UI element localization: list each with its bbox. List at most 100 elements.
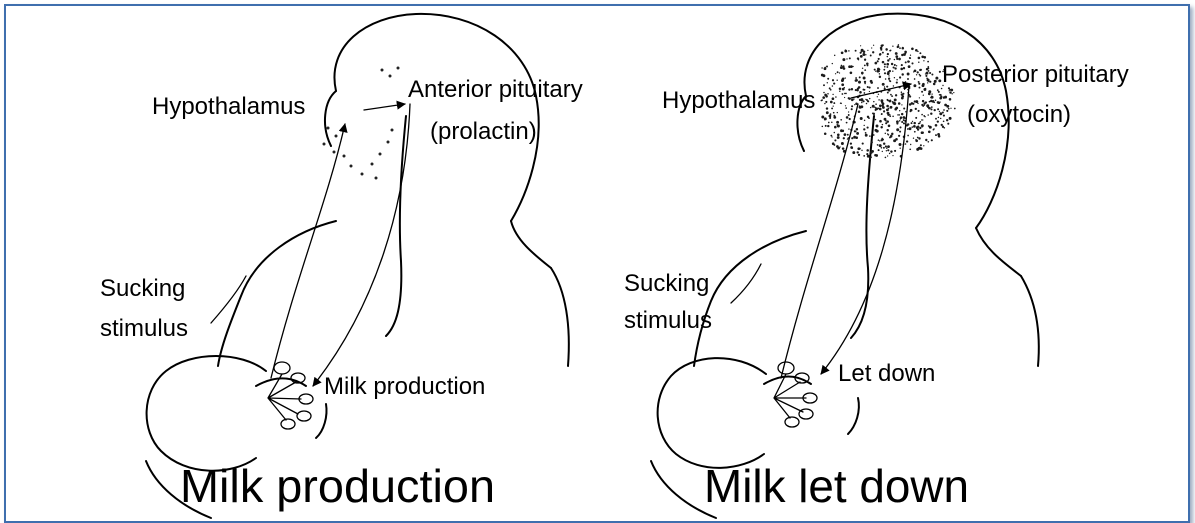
stipple-dot bbox=[928, 93, 931, 96]
stipple-dot bbox=[848, 50, 850, 52]
stipple-dot bbox=[874, 69, 876, 71]
stipple-dot bbox=[865, 99, 866, 100]
stipple-dot bbox=[894, 108, 897, 111]
left-pituitary-label: Anterior pituitary bbox=[408, 76, 583, 103]
stipple-dot bbox=[860, 117, 863, 120]
stipple-dot bbox=[920, 147, 923, 150]
stipple-dot bbox=[933, 129, 935, 131]
stipple-dot bbox=[899, 76, 901, 78]
stipple-dot bbox=[851, 88, 853, 90]
stipple-dot bbox=[931, 139, 933, 141]
stipple-dot bbox=[877, 87, 879, 89]
stipple-dot bbox=[946, 110, 948, 112]
stipple-dot bbox=[867, 50, 868, 51]
stipple-dot bbox=[943, 115, 945, 117]
stipple-dot bbox=[927, 141, 929, 143]
stipple-dot bbox=[866, 103, 868, 105]
stipple-dot bbox=[836, 79, 837, 80]
stipple-dot bbox=[946, 105, 949, 108]
stipple-dot bbox=[925, 88, 927, 90]
stipple-dot bbox=[822, 96, 825, 99]
stipple-dot bbox=[834, 132, 836, 134]
left-prolactin-arrow bbox=[313, 104, 410, 386]
stipple-dot bbox=[856, 132, 859, 135]
stipple-dot bbox=[841, 65, 843, 67]
stipple-dot bbox=[855, 77, 857, 79]
left-stimulus-label-1: Sucking bbox=[100, 275, 185, 302]
stipple-dot bbox=[848, 114, 850, 116]
stipple-dot bbox=[913, 122, 915, 124]
stipple-dot bbox=[870, 55, 872, 57]
stipple-dot bbox=[909, 57, 911, 59]
stipple-dot bbox=[885, 120, 887, 122]
stipple-dot bbox=[895, 94, 897, 96]
stipple-dot bbox=[902, 95, 905, 98]
stipple-dot bbox=[883, 110, 885, 112]
stipple-dot bbox=[919, 122, 921, 124]
stipple-dot bbox=[827, 93, 829, 95]
stipple-dot bbox=[875, 71, 876, 72]
stipple-dot bbox=[831, 107, 833, 109]
stipple-dot bbox=[859, 76, 861, 78]
stipple-dot bbox=[900, 68, 903, 71]
stipple-dot bbox=[902, 47, 905, 50]
stipple-dot bbox=[882, 61, 885, 64]
right-mammary-alveoli-icon bbox=[774, 362, 817, 427]
stipple-dot bbox=[940, 94, 942, 96]
right-stimulus-label-2: stimulus bbox=[624, 307, 712, 334]
stipple-dot bbox=[823, 84, 825, 86]
stipple-dot bbox=[915, 140, 918, 143]
stipple-dot bbox=[863, 125, 864, 126]
stipple-dot bbox=[871, 141, 873, 143]
stipple-dot bbox=[867, 116, 869, 118]
stipple-dot bbox=[834, 126, 837, 129]
stipple-dot bbox=[832, 142, 835, 145]
stipple-dot bbox=[911, 62, 913, 64]
stipple-dot bbox=[914, 78, 916, 80]
stipple-dot bbox=[923, 95, 924, 96]
stipple-dot bbox=[829, 87, 831, 89]
stipple-dot bbox=[902, 93, 904, 95]
stipple-dot bbox=[919, 127, 921, 129]
stipple-dot bbox=[852, 151, 855, 154]
stipple-dot bbox=[871, 47, 872, 48]
stipple-dot bbox=[857, 57, 859, 59]
stipple-dot bbox=[886, 86, 888, 88]
right-stimulus-pointer bbox=[731, 264, 761, 303]
stipple-dot bbox=[832, 85, 834, 87]
stipple-dot bbox=[914, 69, 917, 72]
stipple-dot bbox=[927, 106, 929, 108]
stipple-dot bbox=[841, 142, 844, 145]
stipple-dot bbox=[911, 122, 913, 124]
stipple-dot bbox=[860, 98, 863, 101]
stipple-dot bbox=[938, 102, 940, 104]
stipple-dot bbox=[825, 101, 827, 103]
stipple-dot bbox=[917, 103, 918, 104]
stipple-dot bbox=[878, 149, 880, 151]
stipple-dot bbox=[886, 148, 887, 149]
stipple-dot bbox=[842, 130, 844, 132]
stipple-dot bbox=[830, 135, 832, 137]
stipple-dot bbox=[898, 102, 901, 105]
stipple-dot bbox=[903, 87, 905, 89]
stipple-dot bbox=[912, 121, 913, 122]
stipple-dot bbox=[895, 55, 898, 58]
stipple-dot bbox=[894, 67, 896, 69]
stipple-dot bbox=[889, 80, 891, 82]
stipple-dot bbox=[867, 127, 869, 129]
stipple-dot bbox=[930, 112, 932, 114]
stipple-dot bbox=[851, 99, 854, 102]
stipple-dot bbox=[893, 85, 894, 86]
stipple-dot bbox=[889, 115, 891, 117]
stipple-dot bbox=[886, 129, 888, 131]
stipple-dot bbox=[927, 82, 928, 83]
stipple-dot bbox=[844, 87, 845, 88]
stipple-dot bbox=[949, 91, 951, 93]
stipple-dot bbox=[908, 65, 911, 68]
stipple-dot bbox=[875, 154, 878, 157]
stipple-dot bbox=[917, 71, 919, 73]
stipple-dot bbox=[887, 133, 889, 135]
stipple-dot bbox=[839, 91, 840, 92]
stipple-dot bbox=[847, 134, 849, 136]
stipple-dot bbox=[882, 52, 884, 54]
